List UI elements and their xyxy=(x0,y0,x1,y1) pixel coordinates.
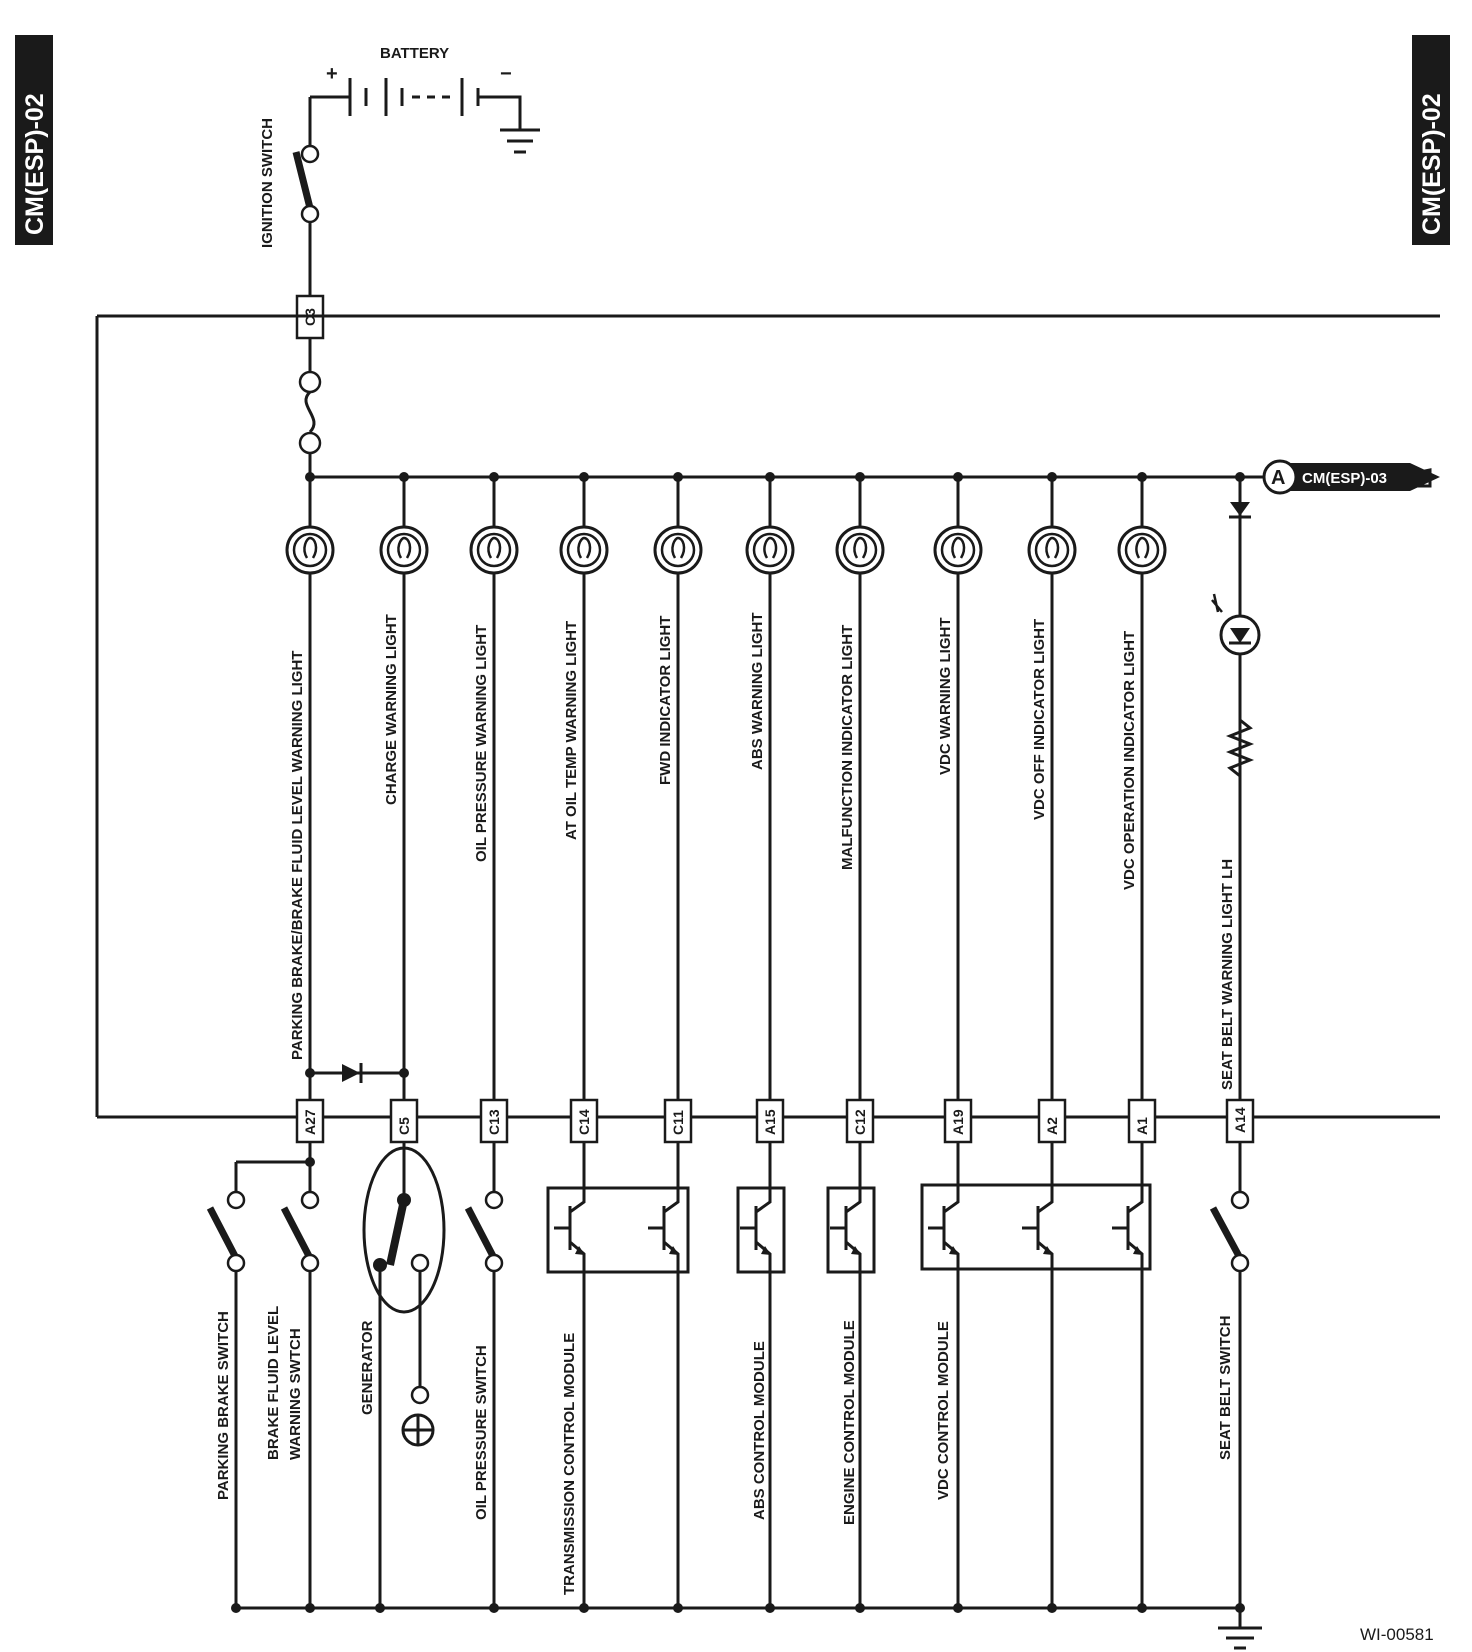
lamp-label: FWD INDICATOR LIGHT xyxy=(657,616,674,785)
lamp-columns: PARKING BRAKE/BRAKE FLUID LEVEL WARNING … xyxy=(231,472,1245,1613)
connector-label: C13 xyxy=(486,1109,502,1135)
engine-module-label: ENGINE CONTROL MODULE xyxy=(841,1320,858,1525)
offpage-letter: A xyxy=(1271,467,1285,489)
lamp-column-a2: VDC OFF INDICATOR LIGHT A2 xyxy=(1022,472,1077,1613)
connector-box xyxy=(845,1098,875,1144)
module-boxes: TRANSMISSION CONTROL MODULE ABS CONTROL … xyxy=(546,1183,1152,1595)
lamp-label: VDC WARNING LIGHT xyxy=(937,618,954,776)
lamp-label: OIL PRESSURE WARNING LIGHT xyxy=(473,625,490,862)
generator-label: GENERATOR xyxy=(359,1320,376,1415)
connector-label: C5 xyxy=(396,1117,412,1135)
lamp-column-a19: VDC WARNING LIGHT A19 xyxy=(928,472,983,1613)
engine-module-box xyxy=(826,1186,876,1274)
connector-label: A19 xyxy=(950,1109,966,1135)
ground-bus xyxy=(236,1606,1262,1650)
ignition-switch: IGNITION SWITCH xyxy=(259,97,320,296)
connector-a14-label: A14 xyxy=(1232,1107,1248,1133)
power-bus xyxy=(310,468,1432,488)
lamp-column-a1: VDC OPERATION INDICATOR LIGHT A1 xyxy=(1112,472,1167,1613)
offpage-ref: CM(ESP)-03 xyxy=(1302,470,1387,487)
page-tag-left: CM(ESP)-02 xyxy=(15,35,53,245)
connector-label: C11 xyxy=(670,1110,686,1135)
connector-box xyxy=(295,1098,325,1144)
parking-brake-switch-label: PARKING BRAKE SWITCH xyxy=(215,1311,232,1500)
page-tag-right: CM(ESP)-02 xyxy=(1412,35,1450,245)
offpage-reference: A CM(ESP)-03 xyxy=(1262,459,1440,495)
lamp-label: PARKING BRAKE/BRAKE FLUID LEVEL WARNING … xyxy=(289,651,306,1060)
lamp-label: AT OIL TEMP WARNING LIGHT xyxy=(563,621,580,840)
page-tag-left-text: CM(ESP)-02 xyxy=(21,93,49,235)
vdc-module-label: VDC CONTROL MODULE xyxy=(935,1321,952,1500)
generator: GENERATOR xyxy=(359,1142,446,1608)
connector-label: A1 xyxy=(1134,1117,1150,1135)
page-tag-right-text: CM(ESP)-02 xyxy=(1418,93,1446,235)
battery-label: BATTERY xyxy=(380,45,449,62)
battery: BATTERY + − xyxy=(310,45,540,154)
battery-plus: + xyxy=(326,63,338,85)
connector-label: C14 xyxy=(576,1109,592,1135)
oil-pressure-switch: OIL PRESSURE SWITCH xyxy=(464,1142,504,1608)
battery-minus: − xyxy=(500,63,512,85)
connector-box xyxy=(389,1098,419,1144)
lamp-column-c13: OIL PRESSURE WARNING LIGHT C13 xyxy=(469,472,519,1144)
transmission-module-box xyxy=(546,1186,690,1274)
lamp-column-a27: PARKING BRAKE/BRAKE FLUID LEVEL WARNING … xyxy=(285,472,335,1144)
transmission-module-label: TRANSMISSION CONTROL MODULE xyxy=(561,1333,578,1595)
lamp-label: MALFUNCTION INDICATOR LIGHT xyxy=(839,625,856,870)
seatbelt-warning-label: SEAT BELT WARNING LIGHT LH xyxy=(1219,859,1236,1090)
oil-pressure-switch-label: OIL PRESSURE SWITCH xyxy=(473,1345,490,1520)
ignition-switch-label: IGNITION SWITCH xyxy=(259,118,276,248)
seatbelt-warning-column: SEAT BELT WARNING LIGHT LH A14 SEAT BELT… xyxy=(1209,472,1261,1608)
lamp-label: VDC OFF INDICATOR LIGHT xyxy=(1031,619,1048,820)
seat-belt-switch-label: SEAT BELT SWITCH xyxy=(1217,1316,1234,1460)
brake-switches: PARKING BRAKE SWITCH BRAKE FLUID LEVEL W… xyxy=(206,1142,320,1608)
fuse xyxy=(298,338,322,477)
brake-fluid-switch-label-1: BRAKE FLUID LEVEL xyxy=(265,1306,282,1460)
lamp-column-c11: FWD INDICATOR LIGHT C11 xyxy=(648,472,703,1613)
vdc-module-box xyxy=(920,1183,1152,1271)
figure-id: WI-00581 xyxy=(1360,1625,1434,1644)
brake-fluid-switch-label-2: WARNING SWTCH xyxy=(287,1328,304,1460)
connector-label: C12 xyxy=(852,1109,868,1135)
diode-charge xyxy=(305,1063,409,1083)
abs-module-box xyxy=(736,1186,786,1274)
lamp-column-c5: CHARGE WARNING LIGHT C5 xyxy=(379,472,429,1144)
lamp-column-a15: ABS WARNING LIGHT A15 xyxy=(740,472,795,1613)
abs-module-label: ABS CONTROL MODULE xyxy=(751,1341,768,1520)
lamp-label: VDC OPERATION INDICATOR LIGHT xyxy=(1121,631,1138,890)
lamp-label: ABS WARNING LIGHT xyxy=(749,613,766,771)
lamp-column-c14: AT OIL TEMP WARNING LIGHT C14 xyxy=(554,472,609,1613)
connector-label: A27 xyxy=(302,1109,318,1135)
connector-label: A15 xyxy=(762,1109,778,1135)
connector-label: A2 xyxy=(1044,1117,1060,1135)
lamp-label: CHARGE WARNING LIGHT xyxy=(383,614,400,805)
lamp-column-c12: MALFUNCTION INDICATOR LIGHT C12 xyxy=(830,472,885,1613)
